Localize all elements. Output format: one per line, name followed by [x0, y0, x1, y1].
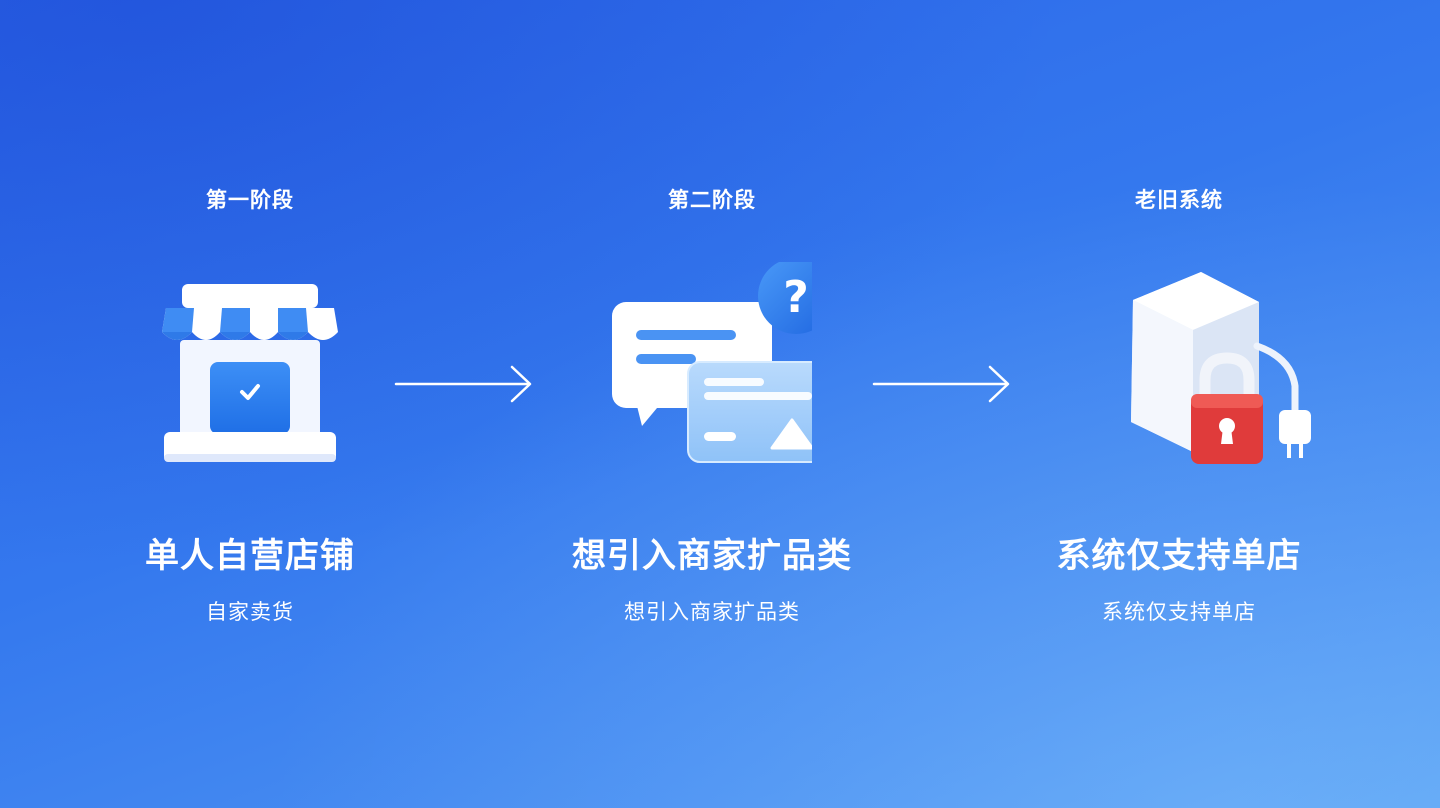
stage-3-title: 系统仅支持单店 — [1056, 536, 1302, 576]
stage-3-label: 老旧系统 — [1135, 188, 1223, 212]
stage-1-label: 第一阶段 — [206, 188, 294, 212]
stage-1-subtitle: 自家卖货 — [206, 600, 294, 624]
stage-2-label: 第二阶段 — [668, 188, 756, 212]
storefront-icon — [150, 262, 350, 482]
stage-3-subtitle: 系统仅支持单店 — [1102, 600, 1256, 624]
stage-2-subtitle: 想引入商家扩品类 — [624, 600, 800, 624]
stage-2-title: 想引入商家扩品类 — [572, 536, 852, 576]
chat-question-card-icon: ? — [612, 258, 834, 482]
svg-text:?: ? — [783, 272, 809, 323]
stage-1: 第一阶段 — [90, 0, 410, 808]
arrow-right-icon — [872, 365, 1010, 403]
arrow-right-icon — [394, 365, 532, 403]
locked-cube-icon — [1079, 262, 1311, 482]
stage-1-title: 单人自营店铺 — [145, 536, 355, 576]
stage-2: 第二阶段 ? — [552, 0, 872, 808]
stage-3: 老旧系统 系统仅支持单店 系统仅支持单店 — [1019, 0, 1339, 808]
